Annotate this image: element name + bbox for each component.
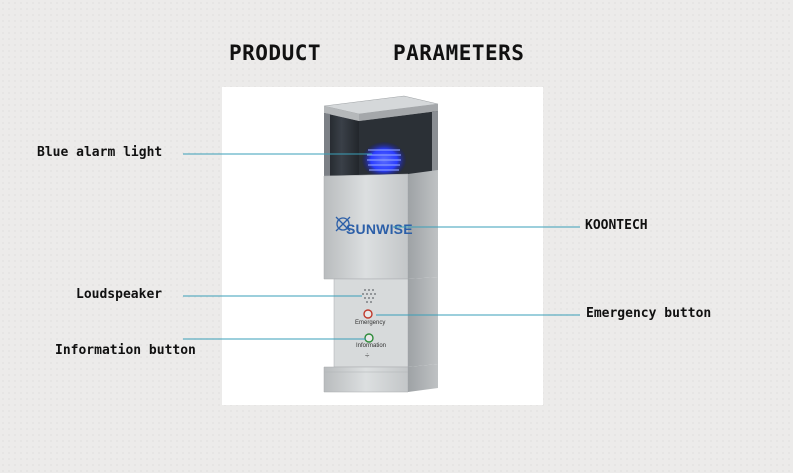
label-koontech: KOONTECH — [585, 218, 648, 233]
information-button — [364, 333, 374, 343]
lower-panel-side — [408, 277, 438, 367]
svg-text:÷: ÷ — [365, 351, 370, 360]
emergency-button — [363, 309, 373, 319]
upper-panel-side — [408, 170, 438, 279]
loudspeaker-grille — [362, 289, 376, 303]
label-loudspeaker: Loudspeaker — [76, 287, 163, 302]
title-parameters: PARAMETERS — [393, 41, 525, 65]
label-emergency-button: Emergency button — [586, 306, 712, 321]
label-information-button: Information button — [55, 343, 196, 358]
lamp-glass-front — [324, 113, 359, 183]
sunwise-brand-text: SUNWISE — [346, 221, 413, 237]
base-side — [408, 364, 438, 392]
information-button-text: Information — [356, 343, 387, 349]
title-product: PRODUCT — [229, 41, 322, 65]
emergency-button-text: Emergency — [355, 320, 386, 326]
base-front — [323, 366, 409, 393]
sunwise-logo-icon — [335, 216, 351, 232]
label-blue-alarm-light: Blue alarm light — [37, 145, 163, 160]
